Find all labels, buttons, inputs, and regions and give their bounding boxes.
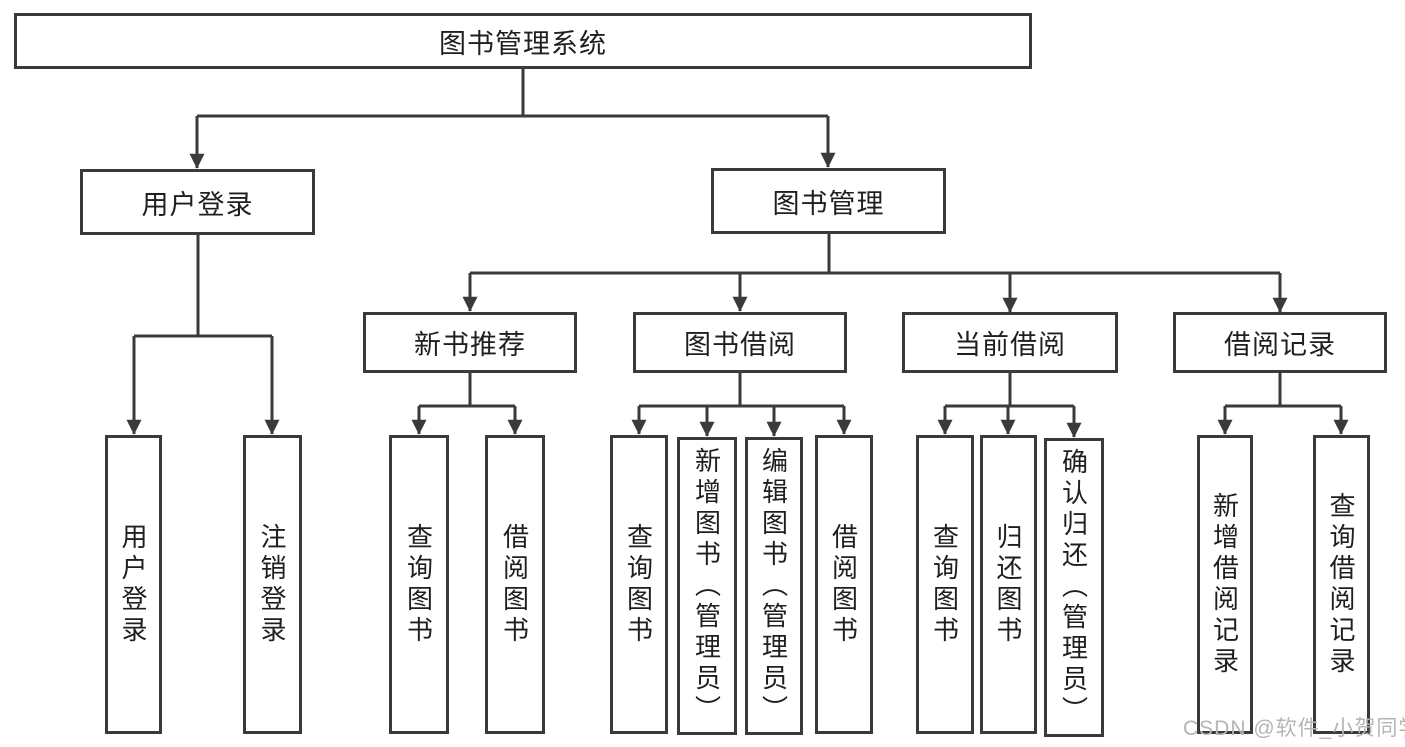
watermark: CSDN @软件_小贺同学 xyxy=(1183,717,1405,740)
node-new-book-recommend: 新书推荐 xyxy=(363,312,577,373)
node-query-books-current: 查询图书 xyxy=(916,435,974,734)
node-user-login-group: 用户登录 xyxy=(80,169,315,235)
node-query-books-recommend: 查询图书 xyxy=(389,435,449,734)
node-return-books: 归还图书 xyxy=(980,435,1037,734)
node-book-management: 图书管理 xyxy=(711,168,946,234)
node-borrow-books-recommend: 借阅图书 xyxy=(485,435,545,734)
node-library-system: 图书管理系统 xyxy=(14,13,1032,69)
node-logout: 注销登录 xyxy=(243,435,302,734)
node-current-borrow: 当前借阅 xyxy=(902,312,1118,373)
node-confirm-return-admin: 确认归还（管理员） xyxy=(1044,438,1104,737)
node-borrow-books: 借阅图书 xyxy=(815,435,873,734)
node-add-borrow-record: 新增借阅记录 xyxy=(1197,435,1253,734)
node-user-login: 用户登录 xyxy=(105,435,162,734)
node-book-borrow: 图书借阅 xyxy=(633,312,847,373)
node-borrow-records: 借阅记录 xyxy=(1173,312,1387,373)
node-edit-books-admin: 编辑图书（管理员） xyxy=(745,437,803,735)
node-query-borrow-record: 查询借阅记录 xyxy=(1313,435,1370,734)
node-add-books-admin: 新增图书（管理员） xyxy=(677,437,737,735)
node-query-books-borrow: 查询图书 xyxy=(610,435,668,734)
